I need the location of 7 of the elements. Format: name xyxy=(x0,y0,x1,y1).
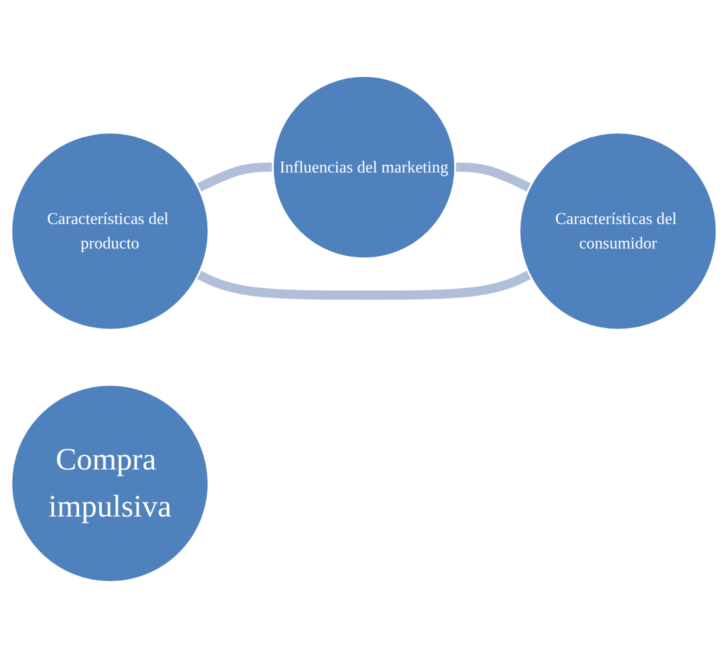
node-circle: Influencias del marketing xyxy=(272,75,456,260)
connector xyxy=(196,270,532,300)
connector xyxy=(455,162,532,192)
connector xyxy=(196,162,273,192)
node-circle: Características del producto xyxy=(10,132,210,331)
node-circle: Características del consumidor xyxy=(518,132,718,331)
node-circle: Compra impulsiva xyxy=(10,384,210,583)
